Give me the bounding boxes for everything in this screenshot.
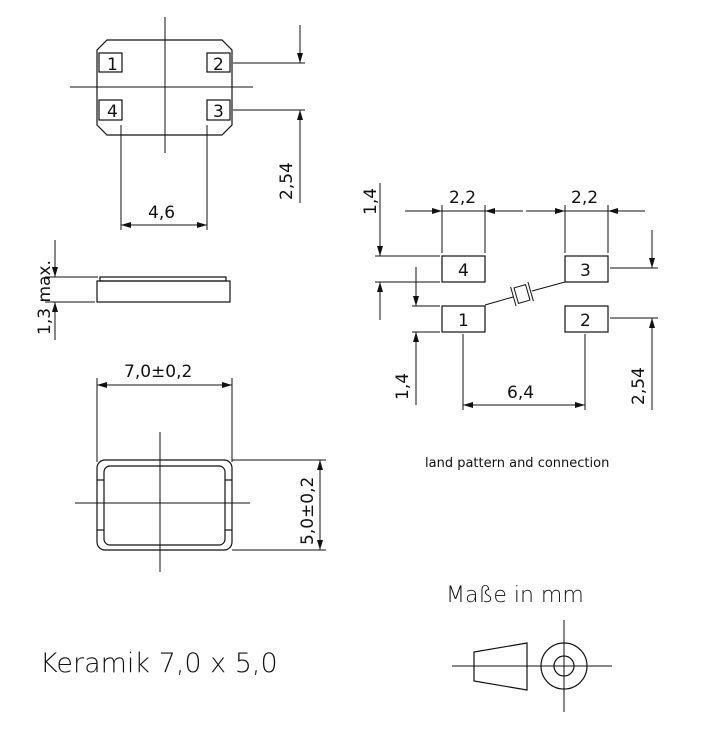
dim-bottom-length: 7,0±0,2 (124, 362, 192, 382)
land-pad-label-3: 3 (580, 261, 591, 281)
projection-symbol-icon (452, 620, 612, 712)
top-pad-4 (98, 99, 123, 121)
side-view: 1,3 max. (35, 240, 231, 340)
land-pad-label-1: 1 (458, 311, 469, 331)
top-pad-2 (206, 52, 231, 73)
crystal-symbol (484, 281, 566, 307)
drawing-title: Keramik 7,0 x 5,0 (40, 648, 278, 679)
land-pad-label-2: 2 (580, 311, 591, 331)
top-body-outline (96, 39, 233, 136)
dim-side-height: 1,3 max. (35, 260, 55, 335)
side-body (96, 280, 231, 303)
land-pad-4 (441, 255, 486, 283)
dim-land-pitch-horizontal: 6,4 (507, 383, 534, 403)
dim-top-2-54: 2,54 (277, 162, 297, 200)
top-pad-1 (98, 52, 123, 73)
dim-top-4-6: 4,6 (148, 203, 175, 223)
dim-land-pad-width-right: 2,2 (571, 188, 598, 208)
land-pad-label-4: 4 (458, 261, 469, 281)
dim-land-pad-height-bottom: 1,4 (393, 373, 413, 400)
units-note: Maße in mm (446, 583, 584, 608)
top-pad-label-1: 1 (107, 55, 118, 75)
land-pad-3 (564, 255, 609, 283)
land-pad-2 (564, 305, 609, 333)
bottom-view: 7,0±0,2 5,0±0,2 (75, 362, 326, 572)
bottom-body-outline (96, 459, 233, 551)
dim-land-pitch-vertical: 2,54 (629, 367, 649, 405)
dim-land-pad-width-left: 2,2 (449, 188, 476, 208)
dim-land-pad-height-top: 1,4 (361, 188, 381, 215)
top-pad-label-3: 3 (213, 102, 224, 122)
dim-bottom-width: 5,0±0,2 (298, 477, 318, 545)
land-pattern-caption: land pattern and connection (425, 456, 609, 471)
top-pad-label-4: 4 (107, 102, 118, 122)
land-pad-1 (441, 305, 486, 333)
top-pad-3 (206, 99, 231, 121)
top-pad-label-2: 2 (213, 55, 224, 75)
land-pattern: 1 2 3 4 2,2 2,2 1,4 (361, 183, 658, 471)
top-view: 1 2 3 4 2,54 4,6 (70, 17, 305, 230)
